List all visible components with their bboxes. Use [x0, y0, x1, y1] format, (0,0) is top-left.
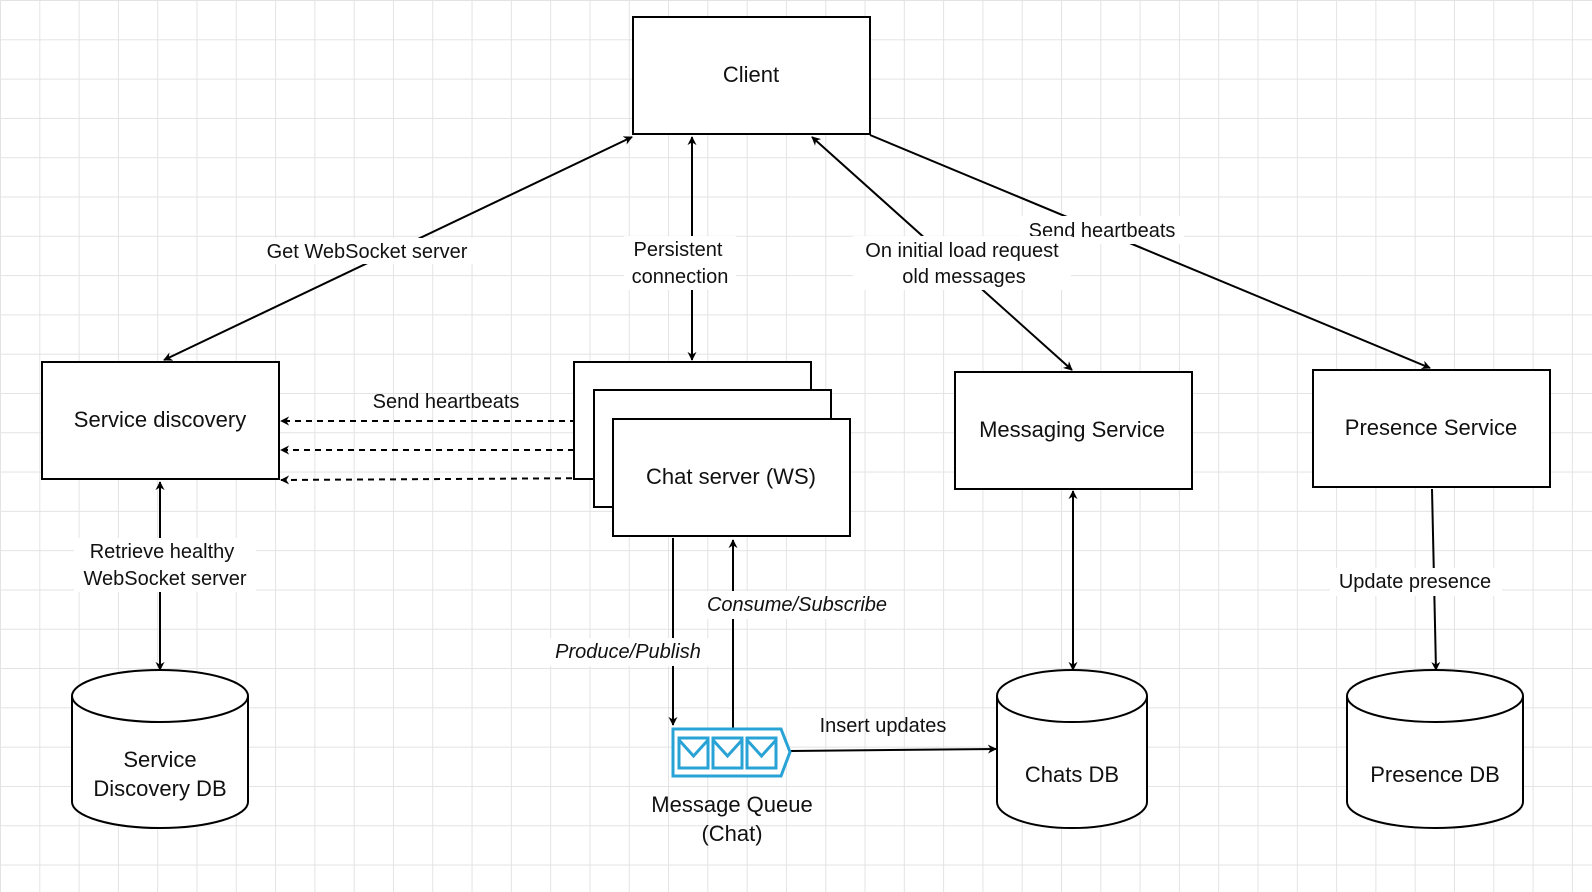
- chats-db-label: Chats DB: [1025, 762, 1119, 787]
- edge-label-persistent-2: connection: [632, 266, 729, 288]
- edge-label-retrieve-2: WebSocket server: [83, 568, 246, 590]
- edge-label-produce: Produce/Publish: [555, 641, 701, 663]
- message-queue-label-1: Message Queue: [651, 792, 812, 817]
- service-discovery-box: [41, 361, 280, 480]
- service-discovery-label: Service discovery: [74, 407, 246, 432]
- label-bg: [698, 591, 898, 619]
- edge-heartbeat-3: [280, 475, 617, 485]
- edge-label-initial-load-1: On initial load request: [865, 240, 1059, 262]
- presence-db-label: Presence DB: [1370, 762, 1500, 787]
- edge-label-get-websocket: Get WebSocket server: [267, 241, 468, 263]
- edge-heartbeats-presence: [869, 134, 1431, 370]
- label-bg: [853, 236, 1071, 290]
- chat-server-box-front: [612, 418, 851, 537]
- presence-service-label: Presence Service: [1345, 415, 1517, 440]
- edge-insert-updates: [789, 744, 997, 754]
- edge-label-persistent-1: Persistent: [634, 239, 723, 261]
- chat-server-label: Chat server (WS): [646, 464, 816, 489]
- messaging-service-box: [954, 371, 1193, 490]
- edge-label-retrieve-1: Retrieve healthy: [90, 541, 235, 563]
- edge-label-consume: Consume/Subscribe: [707, 594, 887, 616]
- client-box: [632, 16, 871, 135]
- service-discovery-db-label-2: Discovery DB: [93, 776, 226, 801]
- edge-label-initial-load-2: old messages: [902, 266, 1025, 288]
- label-bg: [74, 538, 256, 592]
- label-bg: [547, 638, 711, 666]
- label-bg: [1330, 568, 1502, 596]
- client-label: Client: [723, 62, 779, 87]
- label-bg: [624, 236, 736, 290]
- service-discovery-db: [71, 669, 249, 829]
- presence-service-box: [1312, 369, 1551, 488]
- messaging-service-label: Messaging Service: [979, 417, 1165, 442]
- edge-label-update-presence: Update presence: [1339, 571, 1491, 593]
- service-discovery-db-label-1: Service: [123, 747, 196, 772]
- edge-label-insert-updates: Insert updates: [820, 715, 947, 737]
- chats-db: [996, 669, 1148, 829]
- message-queue-label-2: (Chat): [701, 821, 762, 846]
- edge-label-heartbeats-chat: Send heartbeats: [373, 391, 520, 413]
- label-bg: [256, 238, 478, 264]
- message-queue-icon: [671, 727, 792, 778]
- presence-db: [1346, 669, 1524, 829]
